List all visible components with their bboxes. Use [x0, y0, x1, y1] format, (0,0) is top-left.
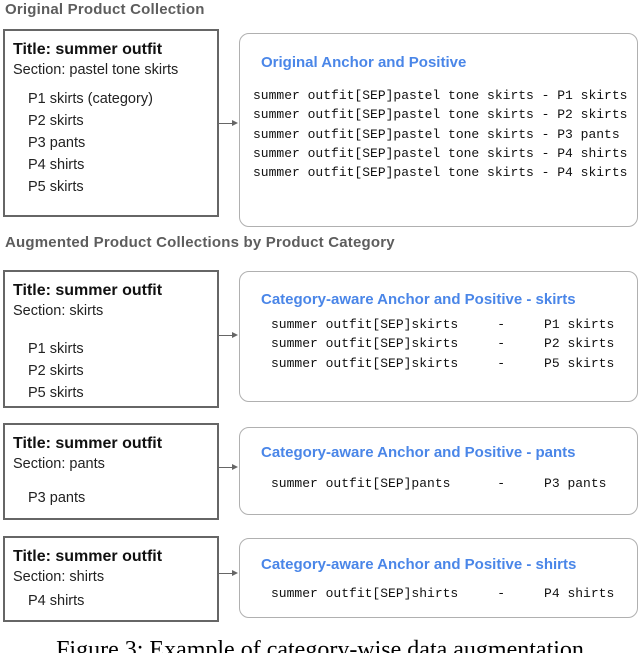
- product-item: P4 shirts: [28, 593, 85, 609]
- flow-arrow-icon: [219, 570, 238, 576]
- collection-section: Section: shirts: [13, 569, 105, 585]
- augmented-collection-box-pants: Title: summer outfit Section: pants P3 p…: [3, 423, 219, 520]
- flow-arrow-icon: [219, 464, 238, 470]
- pair-line: summer outfit[SEP]pants - P3 pants: [271, 476, 607, 491]
- anchor-positive-pairs: summer outfit[SEP]pastel tone skirts - P…: [253, 86, 627, 182]
- product-item: P5 skirts: [28, 179, 84, 195]
- pair-line: summer outfit[SEP]skirts - P2 skirts: [271, 336, 615, 352]
- collection-section: Section: skirts: [13, 303, 104, 319]
- anchor-positive-pairs: summer outfit[SEP]skirts - P1 skirts sum…: [271, 315, 614, 373]
- product-item: P2 skirts: [28, 363, 84, 379]
- anchor-positive-pairs: summer outfit[SEP]pants - P3 pants: [271, 474, 606, 493]
- category-anchor-positive-box-shirts: Category-aware Anchor and Positive - shi…: [239, 538, 638, 618]
- output-box-heading: Category-aware Anchor and Positive - ski…: [261, 291, 576, 308]
- collection-title: Title: summer outfit: [13, 435, 163, 452]
- product-item: P3 pants: [28, 135, 86, 151]
- product-item: P1 skirts: [28, 341, 84, 357]
- pair-line: summer outfit[SEP]shirts - P4 shirts: [271, 586, 615, 601]
- original-collection-box: Title: summer outfit Section: pastel ton…: [3, 29, 219, 217]
- arrow-head-icon: [232, 570, 238, 576]
- flow-arrow-icon: [219, 332, 238, 338]
- product-list: P1 skirts P2 skirts P5 skirts: [13, 338, 209, 404]
- original-section-heading: Original Product Collection: [5, 1, 205, 18]
- collection-title: Title: summer outfit: [13, 282, 163, 299]
- augmented-collection-box-shirts: Title: summer outfit Section: shirts P4 …: [3, 536, 219, 622]
- product-item: P5 skirts: [28, 385, 84, 401]
- arrow-head-icon: [232, 464, 238, 470]
- product-item: P1 skirts (category): [28, 91, 153, 107]
- product-item: P2 skirts: [28, 113, 84, 129]
- arrow-head-icon: [232, 120, 238, 126]
- collection-title: Title: summer outfit: [13, 548, 163, 565]
- product-list: P1 skirts (category) P2 skirts P3 pants …: [13, 88, 209, 198]
- original-anchor-positive-box: Original Anchor and Positive summer outf…: [239, 33, 638, 227]
- collection-section: Section: pastel tone skirts: [13, 62, 179, 78]
- output-box-heading: Category-aware Anchor and Positive - pan…: [261, 444, 576, 461]
- product-list: P4 shirts: [13, 590, 209, 612]
- pair-line: summer outfit[SEP]pastel tone skirts - P…: [253, 145, 628, 161]
- figure-caption: Figure 3: Example of category-wise data …: [56, 637, 584, 653]
- pair-line: summer outfit[SEP]pastel tone skirts - P…: [253, 165, 628, 181]
- pair-line: summer outfit[SEP]skirts - P1 skirts: [271, 317, 615, 332]
- collection-title: Title: summer outfit: [13, 41, 163, 58]
- category-anchor-positive-box-pants: Category-aware Anchor and Positive - pan…: [239, 427, 638, 515]
- flow-arrow-icon: [219, 120, 238, 126]
- pair-line: summer outfit[SEP]pastel tone skirts - P…: [253, 107, 628, 123]
- product-list: P3 pants: [13, 487, 209, 509]
- augmented-section-heading: Augmented Product Collections by Product…: [5, 234, 395, 251]
- pair-line: summer outfit[SEP]pastel tone skirts - P…: [253, 126, 620, 142]
- augmented-collection-box-skirts: Title: summer outfit Section: skirts P1 …: [3, 270, 219, 408]
- pair-line: summer outfit[SEP]skirts - P5 skirts: [271, 355, 615, 371]
- product-item: P3 pants: [28, 490, 86, 506]
- output-box-heading: Category-aware Anchor and Positive - shi…: [261, 556, 577, 573]
- arrow-head-icon: [232, 332, 238, 338]
- pair-line: summer outfit[SEP]pastel tone skirts - P…: [253, 88, 628, 103]
- output-box-heading: Original Anchor and Positive: [261, 54, 467, 71]
- anchor-positive-pairs: summer outfit[SEP]shirts - P4 shirts: [271, 584, 614, 603]
- product-item: P4 shirts: [28, 157, 85, 173]
- collection-section: Section: pants: [13, 456, 105, 472]
- category-anchor-positive-box-skirts: Category-aware Anchor and Positive - ski…: [239, 271, 638, 402]
